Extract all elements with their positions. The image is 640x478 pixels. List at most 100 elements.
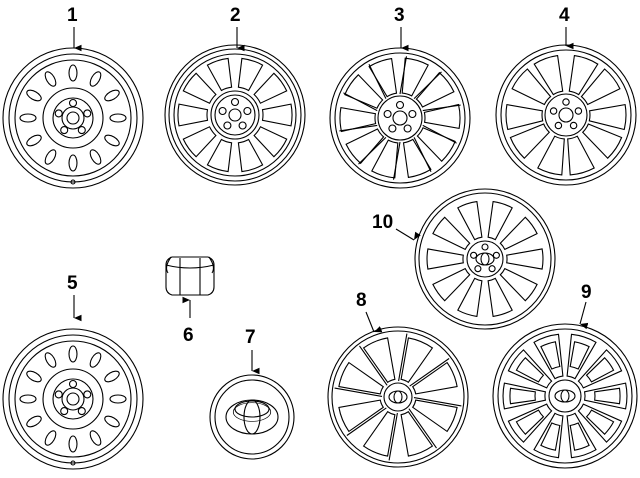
leader-arrows [73,27,589,375]
callout-2: 2 [230,5,241,26]
spoke-window [502,382,547,410]
lug-hole [230,97,240,107]
spoke-window-inner [540,422,561,451]
spoke-edge [413,397,462,407]
lug-hole [395,100,405,110]
part-1-steel-wheel [2,47,144,189]
spoke-window [580,68,621,106]
spoke-edge [358,137,387,165]
spoke-window [400,337,434,384]
part-2-alloy-wheel [164,44,306,186]
spoke-window [253,72,288,104]
spoke-window-inner [515,357,545,383]
spoke-window [583,382,628,410]
spoke-window [426,248,464,270]
lug-hole [408,109,417,119]
spoke-window-inner [515,409,545,435]
lug-hole [474,265,482,273]
spoke-window [457,277,483,318]
callout-7: 7 [245,327,256,348]
callout-6: 6 [183,325,194,346]
vent-slot [68,345,78,363]
spoke-window [533,333,564,380]
vent-slot [104,370,120,383]
vent-slot [19,394,37,404]
spoke-window [506,248,544,270]
spoke-window [588,103,627,131]
spoke-window [432,216,471,251]
spoke-window [487,277,513,318]
spoke-window [567,135,595,176]
vent-slot [44,352,57,368]
spoke-window [237,57,264,92]
lug-hole [68,98,78,108]
lug-hole [77,407,86,416]
lug-hole [562,98,570,106]
vent-slot [19,113,37,123]
spoke-window [511,68,552,106]
spoke-window [533,412,564,459]
vent-slot [104,134,120,147]
vent-slot [89,149,102,165]
lug-hole [549,107,558,115]
lug-hole [60,407,69,416]
spoke-window-inner [585,357,615,383]
spoke-window [581,123,623,159]
spoke-window [566,333,597,380]
spoke-window [533,54,564,96]
part-3-alloy-wheel [329,47,471,189]
spoke-window [253,126,288,158]
spoke-window-inner [569,341,590,370]
lug-hole [223,121,232,130]
spoke-window [401,57,429,97]
spoke-edge [399,56,408,95]
spoke-edge [388,412,398,461]
part-8-wheel-cover [327,326,469,468]
spoke-window [499,216,538,251]
spoke-window [509,123,551,159]
spoke-window [432,267,471,302]
spoke-edge [409,358,450,387]
callout-3: 3 [394,5,405,26]
lug-hole [218,106,227,116]
spoke-window-inner [585,409,615,435]
spoke-window [344,74,384,109]
spoke-window [423,103,461,130]
vent-slot [68,64,78,82]
spoke-window [487,200,513,241]
vent-slot [68,435,78,453]
spoke-edge [413,71,442,99]
spoke-window [368,57,398,98]
spoke-edge [334,387,383,397]
vent-slot [44,430,57,446]
vent-slot [44,149,57,165]
spoke-window [182,72,217,104]
vent-slot [68,154,78,172]
spoke-window [568,54,599,96]
spoke-window [577,349,623,389]
spoke-window [411,399,458,433]
lug-hole [238,121,247,130]
spoke-window [345,128,385,165]
vent-slot [104,89,120,102]
vent-slot [26,370,42,383]
spoke-edge [413,137,432,172]
part-4-alloy-wheel [495,44,637,186]
spoke-window-inner [569,422,590,451]
spoke-window [237,138,264,173]
spoke-edge [359,345,388,386]
lug-hole [54,390,63,399]
spoke-window [505,103,544,131]
spoke-window-inner [540,341,561,370]
lug-hole [554,121,563,130]
spoke-window [415,71,455,108]
spoke-window [577,403,623,443]
spoke-edge [422,104,461,112]
spoke-window [507,349,553,389]
vent-slot [44,71,57,87]
spoke-window [400,410,434,457]
lug-hole [77,126,86,135]
lug-hole [388,124,397,133]
lug-hole [403,124,412,133]
